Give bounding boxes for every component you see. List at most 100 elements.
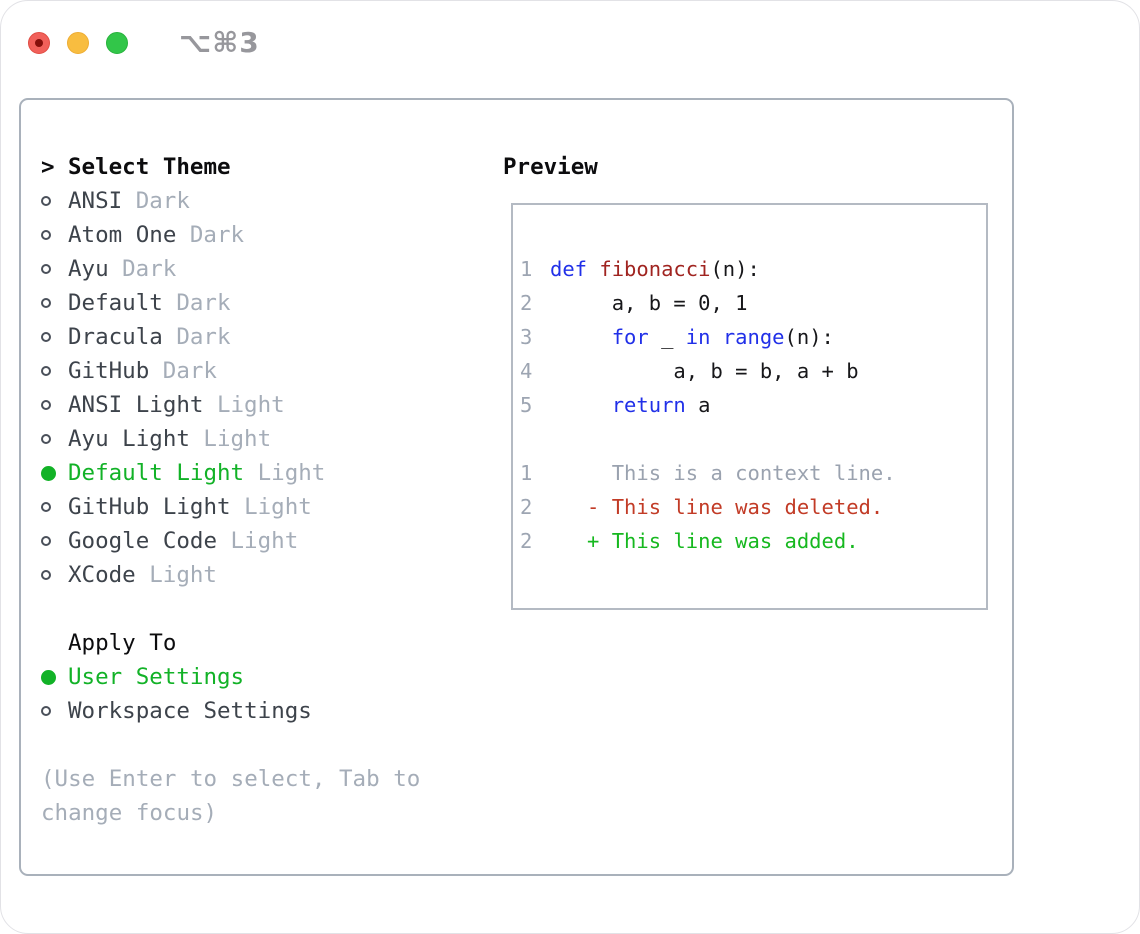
minimize-button[interactable] [67,31,89,54]
zoom-button[interactable] [106,31,128,54]
code-token: fibonacci [599,257,711,281]
theme-option-ayu[interactable]: Ayu Dark [41,252,481,286]
apply-to-header: Apply To [41,626,481,660]
code-token [550,325,612,349]
line-number: 2 [520,291,533,315]
line-number: 2 [520,529,533,553]
code-line: 4 a, b = b, a + b [520,354,982,388]
radio-unselected-icon [41,400,68,410]
radio-selected-icon [41,465,68,481]
theme-variant-label: Light [216,392,285,418]
theme-option-dracula[interactable]: Dracula Dark [41,320,481,354]
theme-option-label: ANSI [68,188,123,214]
selection-caret-icon: > [41,154,55,180]
radio-selected-icon [41,669,68,685]
titlebar: ⌥⌘3 [28,26,260,59]
line-number: 1 [520,257,533,281]
theme-variant-label: Dark [189,222,245,248]
code-line: 1 This is a context line. [520,456,982,490]
theme-option-label: Atom One [68,222,177,248]
line-number: 1 [520,461,533,485]
code-blank-line [520,422,982,456]
code-line: 3 for _ in range(n): [520,320,982,354]
theme-option-label: Ayu Light [68,426,190,452]
theme-variant-label: Dark [135,188,190,214]
theme-option-label: XCode [68,562,136,588]
code-token [550,393,612,417]
select-theme-title: Select Theme [68,154,231,180]
radio-unselected-icon [41,366,68,376]
theme-variant-label: Dark [122,256,177,282]
code-token: + This line was added. [550,529,859,553]
radio-unselected-icon [41,264,68,274]
apply-option-label: Workspace Settings [68,698,312,724]
code-token: _ [648,325,686,349]
theme-variant-label: Light [230,528,299,554]
radio-unselected-icon [41,502,68,512]
code-token: a, b = b, a + b [550,359,859,383]
theme-option-label: GitHub [68,358,150,384]
code-token: in [685,325,711,349]
window-title: ⌥⌘3 [179,26,260,59]
theme-variant-label: Dark [162,358,217,384]
apply-option-label: User Settings [68,664,245,690]
radio-unselected-icon [41,332,68,342]
code-token: This is a context line. [550,461,896,485]
theme-option-label: Default [68,290,163,316]
code-token: def [550,257,588,281]
theme-option-ayu-light[interactable]: Ayu Light Light [41,422,481,456]
apply-option-workspace-settings[interactable]: Workspace Settings [41,694,481,728]
close-button-dot [35,38,43,47]
radio-unselected-icon [41,434,68,444]
theme-option-label: Ayu [68,256,109,282]
radio-unselected-icon [41,230,68,240]
theme-variant-label: Light [203,426,272,452]
theme-variant-label: Light [149,562,217,588]
code-token: for [611,325,649,349]
code-line: 2 a, b = 0, 1 [520,286,982,320]
code-line: 1 def fibonacci(n): [520,252,982,286]
code-token: (n): [784,325,834,349]
select-theme-header: > Select Theme [41,150,481,184]
theme-option-ansi[interactable]: ANSI Dark [41,184,481,218]
theme-variant-label: Light [257,460,326,486]
theme-variant-label: Light [244,494,312,520]
theme-option-label: Google Code [68,528,218,554]
theme-option-github[interactable]: GitHub Dark [41,354,481,388]
theme-option-ansi-light[interactable]: ANSI Light Light [41,388,481,422]
theme-option-label: ANSI Light [68,392,204,418]
theme-variant-label: Dark [176,324,231,350]
theme-variant-label: Dark [176,290,231,316]
code-line: 2 - This line was deleted. [520,490,982,524]
code-line: 5 return a [520,388,982,422]
radio-unselected-icon [41,536,68,546]
preview-title: Preview [503,154,598,180]
theme-option-xcode[interactable]: XCode Light [41,558,481,592]
theme-option-label: Dracula [68,324,163,350]
code-line: 2 + This line was added. [520,524,982,558]
theme-option-atom-one[interactable]: Atom One Dark [41,218,481,252]
line-number: 3 [520,325,533,349]
line-number: 2 [520,495,533,519]
radio-unselected-icon [41,570,68,580]
code-token: - This line was deleted. [550,495,884,519]
theme-option-github-light[interactable]: GitHub Light Light [41,490,481,524]
theme-option-label: GitHub Light [68,494,231,520]
code-token: a, b = 0, 1 [550,291,748,315]
apply-option-user-settings[interactable]: User Settings [41,660,481,694]
code-token: return [611,393,686,417]
code-token: (n): [710,257,760,281]
code-token [587,257,599,281]
theme-option-default[interactable]: Default Dark [41,286,481,320]
close-button[interactable] [28,31,50,54]
theme-option-google-code[interactable]: Google Code Light [41,524,481,558]
code-token [710,325,722,349]
code-token: a [685,393,711,417]
